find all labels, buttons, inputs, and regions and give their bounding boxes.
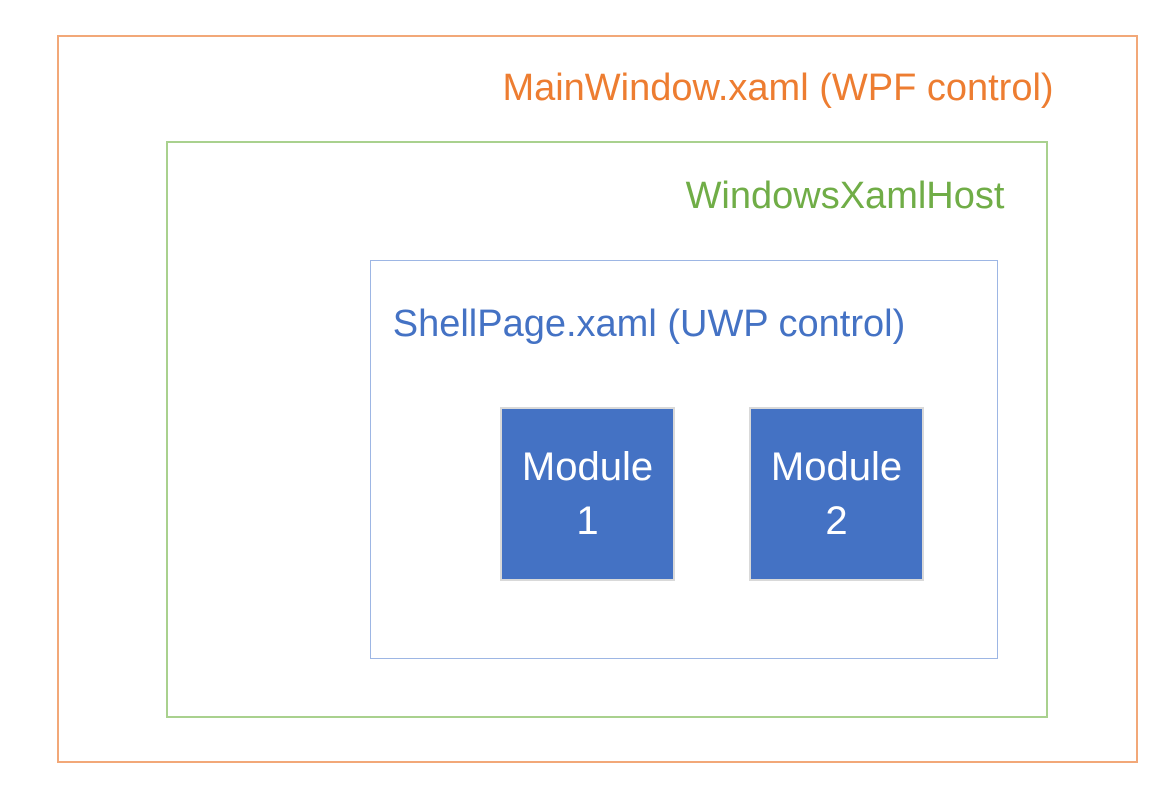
mainwindow-label: MainWindow.xaml (WPF control) — [502, 67, 1054, 109]
module-2-label-line2: 2 — [825, 499, 848, 543]
module-1-label-line2: 1 — [576, 499, 599, 543]
mainwindow-box: MainWindow.xaml (WPF control) WindowsXam… — [57, 35, 1138, 763]
module-1-label-line1: Module — [521, 445, 654, 489]
shellpage-label: ShellPage.xaml (UWP control) — [392, 303, 906, 345]
module-2-label-line1: Module — [770, 445, 903, 489]
shellpage-box: ShellPage.xaml (UWP control) Module 1 Mo… — [370, 260, 998, 659]
module-1-box: Module 1 — [500, 407, 675, 581]
windowsxamlhost-box: WindowsXamlHost ShellPage.xaml (UWP cont… — [166, 141, 1048, 718]
windowsxamlhost-label: WindowsXamlHost — [685, 175, 1005, 217]
module-2-box: Module 2 — [749, 407, 924, 581]
